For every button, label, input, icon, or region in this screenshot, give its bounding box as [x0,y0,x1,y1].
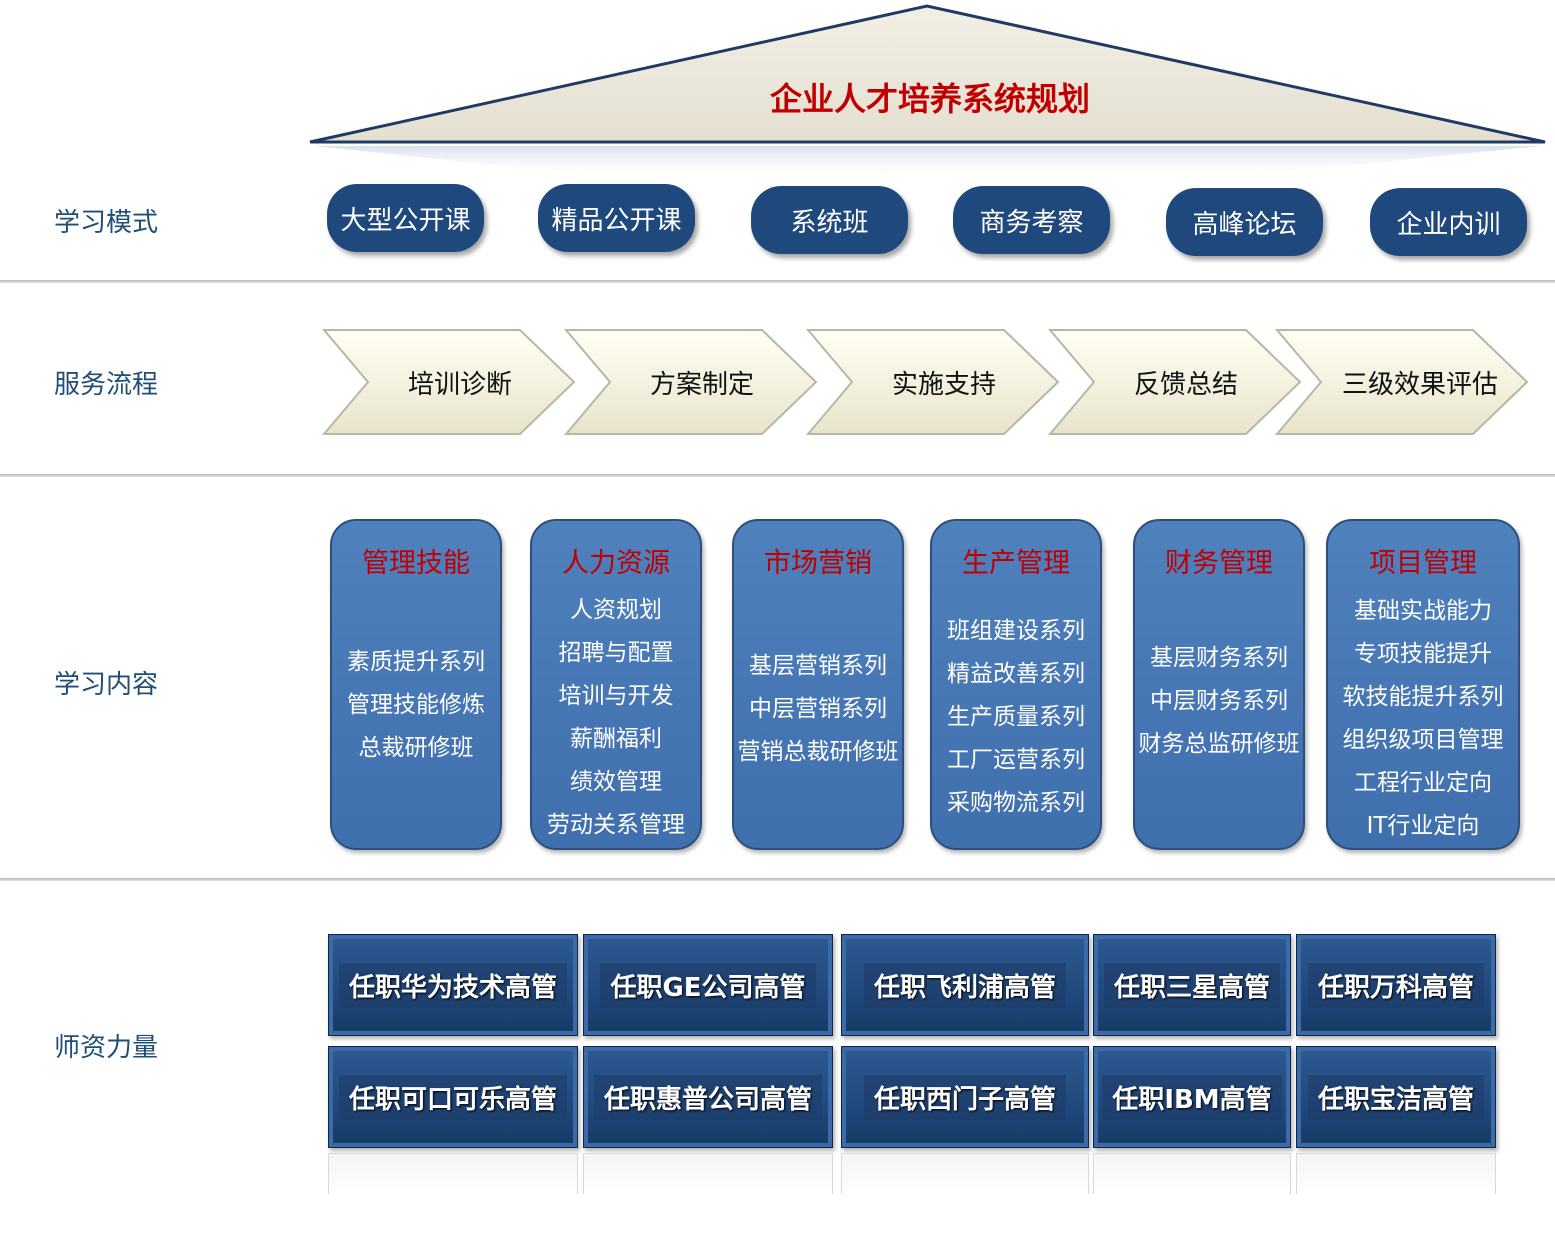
mode-label: 系统班 [790,207,869,238]
faculty-label: 任职华为技术高管 [338,962,567,1008]
content-item: 工程行业定向 [1354,770,1492,796]
mode-system-class[interactable]: 系统班 [751,186,908,254]
process-step-label: 三级效果评估 [1341,369,1498,400]
faculty-card[interactable]: 任职西门子高管 [841,1046,1089,1148]
content-item: 组织级项目管理 [1342,727,1504,753]
faculty-card[interactable]: 任职惠普公司高管 [583,1046,833,1148]
content-item: 采购物流系列 [947,790,1085,816]
faculty-label: 任职惠普公司高管 [593,1074,822,1120]
reflection [1093,1153,1291,1194]
process-step-label: 培训诊断 [407,369,512,400]
content-item: 劳动关系管理 [547,812,685,838]
faculty-label: 任职宝洁高管 [1307,1074,1484,1120]
content-item: 生产质量系列 [947,704,1085,730]
content-item: 绩效管理 [570,769,662,795]
content-item: 基层财务系列 [1150,645,1288,671]
content-item: 薪酬福利 [570,726,662,752]
chevron-shape [322,329,576,435]
content-box-title: 管理技能 [362,548,470,579]
content-box-production[interactable]: 生产管理 班组建设系列 精益改善系列 生产质量系列 工厂运营系列 采购物流系列 [930,519,1102,850]
content-item: 工厂运营系列 [947,747,1085,773]
content-box-marketing[interactable]: 市场营销 基层营销系列 中层营销系列 营销总裁研修班 [732,519,904,850]
faculty-card[interactable]: 任职飞利浦高管 [841,934,1089,1036]
content-item: 基层营销系列 [749,653,887,679]
content-box-title: 市场营销 [764,548,872,579]
process-step-label: 方案制定 [649,369,754,400]
reflection [583,1153,833,1194]
content-box-management-skills[interactable]: 管理技能 素质提升系列 管理技能修炼 总裁研修班 [330,519,502,850]
content-item: 招聘与配置 [558,640,674,666]
process-step-label: 实施支持 [891,369,996,400]
mode-label: 大型公开课 [340,205,471,236]
faculty-card[interactable]: 任职华为技术高管 [328,934,578,1036]
mode-label: 企业内训 [1396,209,1501,240]
content-box-title: 生产管理 [962,548,1070,579]
faculty-label: 任职IBM高管 [1102,1074,1282,1120]
separator [0,280,1555,283]
mode-summit-forum[interactable]: 高峰论坛 [1166,188,1323,256]
content-box-project-management[interactable]: 项目管理 基础实战能力 专项技能提升 软技能提升系列 组织级项目管理 工程行业定… [1326,519,1520,850]
content-box-finance[interactable]: 财务管理 基层财务系列 中层财务系列 财务总监研修班 [1133,519,1305,850]
faculty-label: 任职飞利浦高管 [863,962,1066,1008]
faculty-card[interactable]: 任职万科高管 [1296,934,1496,1036]
process-step-label: 反馈总结 [1133,369,1238,400]
mode-in-house-training[interactable]: 企业内训 [1370,188,1527,256]
faculty-card[interactable]: 任职IBM高管 [1093,1046,1291,1148]
content-item: 培训与开发 [558,683,674,709]
reflection [328,1153,578,1194]
content-box-title: 财务管理 [1165,548,1273,579]
mode-large-open-course[interactable]: 大型公开课 [327,184,484,252]
process-step-diagnosis[interactable]: 培训诊断 [322,328,578,436]
row-label-learning-content: 学习内容 [54,670,159,700]
chevron-shape [806,329,1060,435]
faculty-card[interactable]: 任职宝洁高管 [1296,1046,1496,1148]
content-box-human-resources[interactable]: 人力资源 人资规划 招聘与配置 培训与开发 薪酬福利 绩效管理 劳动关系管理 [530,519,702,850]
content-item: IT行业定向 [1366,813,1480,839]
chevron-shape [1048,329,1302,435]
process-step-feedback[interactable]: 反馈总结 [1048,328,1304,436]
row-label-service-process: 服务流程 [54,370,159,400]
faculty-label: 任职西门子高管 [863,1074,1066,1120]
separator [0,474,1555,477]
content-item: 专项技能提升 [1354,641,1492,667]
mode-premium-open-course[interactable]: 精品公开课 [538,184,695,252]
faculty-label: 任职可口可乐高管 [338,1074,567,1120]
reflection [1296,1153,1496,1194]
mode-label: 精品公开课 [551,205,682,236]
faculty-card[interactable]: 任职可口可乐高管 [328,1046,578,1148]
separator [0,878,1555,881]
process-step-evaluation[interactable]: 三级效果评估 [1275,328,1531,436]
mode-label: 高峰论坛 [1192,209,1297,240]
content-item: 中层营销系列 [749,696,887,722]
content-item: 中层财务系列 [1150,688,1288,714]
faculty-card[interactable]: 任职三星高管 [1093,934,1291,1036]
mode-business-inspection[interactable]: 商务考察 [953,186,1110,254]
content-item: 素质提升系列 [347,649,485,675]
process-step-plan[interactable]: 方案制定 [564,328,820,436]
content-item: 基础实战能力 [1354,598,1492,624]
content-box-title: 项目管理 [1369,548,1477,579]
content-item: 管理技能修炼 [347,692,485,718]
content-item: 总裁研修班 [358,735,474,761]
process-step-implementation[interactable]: 实施支持 [806,328,1062,436]
content-item: 精益改善系列 [947,661,1085,687]
content-box-title: 人力资源 [562,548,670,579]
content-item: 营销总裁研修班 [737,739,899,765]
chevron-shape [564,329,818,435]
reflection [841,1153,1089,1194]
faculty-card[interactable]: 任职GE公司高管 [583,934,833,1036]
row-label-faculty: 师资力量 [54,1033,159,1063]
content-item: 班组建设系列 [947,618,1085,644]
faculty-label: 任职三星高管 [1103,962,1280,1008]
mode-label: 商务考察 [979,207,1084,238]
row-label-learning-mode: 学习模式 [54,208,159,238]
content-item: 财务总监研修班 [1138,731,1300,757]
faculty-label: 任职万科高管 [1307,962,1484,1008]
roof-shape [309,4,1546,180]
faculty-label: 任职GE公司高管 [600,962,816,1008]
content-item: 软技能提升系列 [1342,684,1504,710]
page-title: 企业人才培养系统规划 [769,80,1090,118]
content-item: 人资规划 [570,597,662,623]
chevron-shape [1275,329,1529,435]
